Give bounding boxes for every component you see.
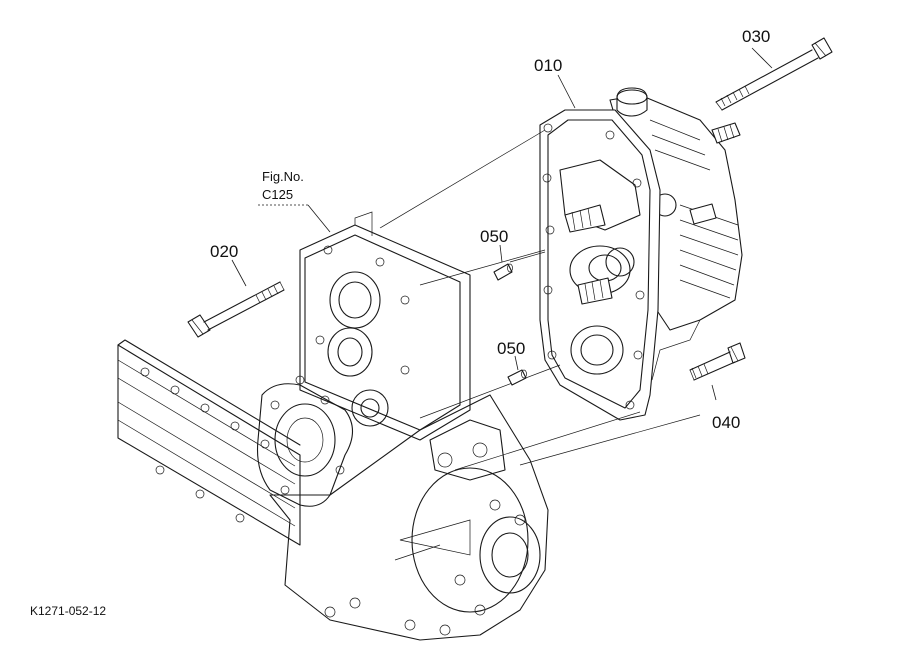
bolt-030 (715, 37, 833, 111)
figure-ref-line1: Fig.No. (262, 169, 304, 184)
part-label-030: 030 (742, 27, 770, 46)
transmission-housing (117, 211, 549, 641)
hst-unit (539, 87, 743, 421)
leader-lines (231, 47, 773, 401)
lower-housing-bolts (324, 499, 526, 636)
part-label-050-upper: 050 (480, 227, 508, 246)
part-label-040: 040 (712, 413, 740, 432)
drawing-code: K1271-052-12 (30, 604, 106, 618)
alignment-lines (379, 129, 701, 471)
part-label-050-lower: 050 (497, 339, 525, 358)
part-label-010: 010 (534, 56, 562, 75)
part-label-020: 020 (210, 242, 238, 261)
bolt-040 (689, 342, 746, 381)
dowel-pin-upper (493, 263, 513, 281)
frame-bolt-holes (140, 367, 270, 523)
bolt-020 (187, 281, 285, 338)
figure-ref-line2: C125 (262, 187, 293, 202)
dowel-pin-lower (507, 369, 527, 386)
cooling-fins (649, 119, 739, 299)
plate-bolt-holes (542, 123, 645, 410)
